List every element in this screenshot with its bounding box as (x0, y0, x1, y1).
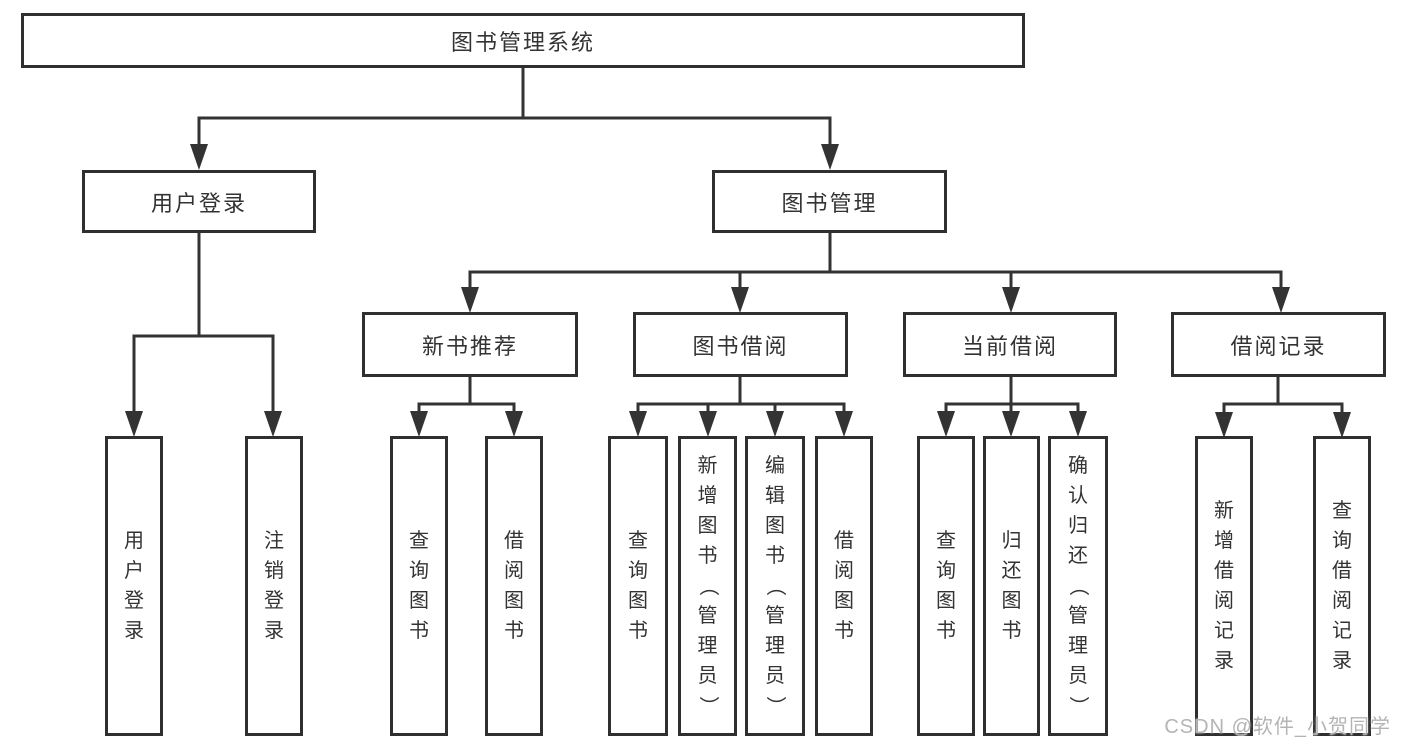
connector-arrowhead (1215, 412, 1233, 438)
connector-arrowhead (1272, 287, 1290, 313)
node-label: 注销登录 (264, 530, 284, 642)
connector-arrowhead (835, 411, 853, 437)
node-borrow-records: 借阅记录 (1171, 312, 1386, 377)
node-bb-query-books: 查询图书 (608, 436, 668, 736)
connector-arrowhead (410, 411, 428, 437)
connector-arrowhead (264, 411, 282, 437)
node-login-user: 用户登录 (105, 436, 163, 736)
node-label: 新增图书（管理员） (696, 455, 719, 716)
node-label: 用户登录 (150, 190, 247, 216)
node-label: 图书管理 (781, 190, 878, 216)
node-current-borrow: 当前借阅 (903, 312, 1117, 377)
node-new-book-rec: 新书推荐 (362, 312, 578, 377)
node-label: 查询图书 (409, 530, 429, 642)
connector-arrowhead (190, 144, 208, 170)
node-cb-return-books: 归还图书 (983, 436, 1040, 736)
node-label: 编辑图书（管理员） (764, 455, 786, 716)
node-label: 用户登录 (124, 530, 144, 642)
connector-arrowhead (1069, 411, 1087, 437)
node-cb-query-books: 查询图书 (917, 436, 975, 736)
node-label: 查询图书 (936, 530, 956, 642)
connector-arrowhead (125, 411, 143, 437)
node-label: 图书管理系统 (450, 29, 595, 55)
node-cb-confirm-return: 确认归还（管理员） (1048, 436, 1108, 736)
node-label: 图书借阅 (692, 333, 789, 359)
node-label: 新增借阅记录 (1214, 500, 1234, 672)
node-book-borrow: 图书借阅 (633, 312, 848, 377)
node-label: 归还图书 (1001, 530, 1022, 642)
node-br-query-record: 查询借阅记录 (1313, 436, 1371, 736)
node-root: 图书管理系统 (21, 13, 1025, 68)
node-bb-borrow-books: 借阅图书 (815, 436, 873, 736)
connector-arrowhead (1002, 411, 1020, 437)
node-rec-query-books: 查询图书 (390, 436, 448, 736)
connector-arrowhead (1002, 287, 1020, 313)
node-bb-add-books: 新增图书（管理员） (678, 436, 737, 736)
connector-arrowhead (821, 144, 839, 170)
node-br-add-record: 新增借阅记录 (1195, 436, 1253, 736)
node-bb-edit-books: 编辑图书（管理员） (745, 436, 805, 736)
connector-arrowhead (461, 287, 479, 313)
connector-arrowhead (937, 411, 955, 437)
connector-arrowhead (731, 287, 749, 313)
node-label: 查询图书 (628, 530, 648, 642)
node-label: 当前借阅 (961, 333, 1058, 359)
connector-arrowhead (766, 411, 784, 437)
connector-arrowhead (505, 411, 523, 437)
node-book-mgmt: 图书管理 (712, 170, 947, 233)
connector-arrowhead (629, 411, 647, 437)
node-label: 查询借阅记录 (1332, 500, 1352, 672)
connector-arrowhead (1333, 412, 1351, 438)
node-login-logout: 注销登录 (245, 436, 303, 736)
node-label: 确认归还（管理员） (1067, 455, 1089, 716)
connector-arrowhead (699, 411, 717, 437)
node-label: 借阅记录 (1230, 333, 1327, 359)
node-label: 借阅图书 (504, 530, 524, 642)
node-user-login: 用户登录 (82, 170, 316, 233)
node-rec-borrow-books: 借阅图书 (485, 436, 543, 736)
node-label: 新书推荐 (421, 333, 518, 359)
node-label: 借阅图书 (834, 530, 854, 642)
watermark: CSDN @软件_小贺同学 (1164, 716, 1391, 738)
